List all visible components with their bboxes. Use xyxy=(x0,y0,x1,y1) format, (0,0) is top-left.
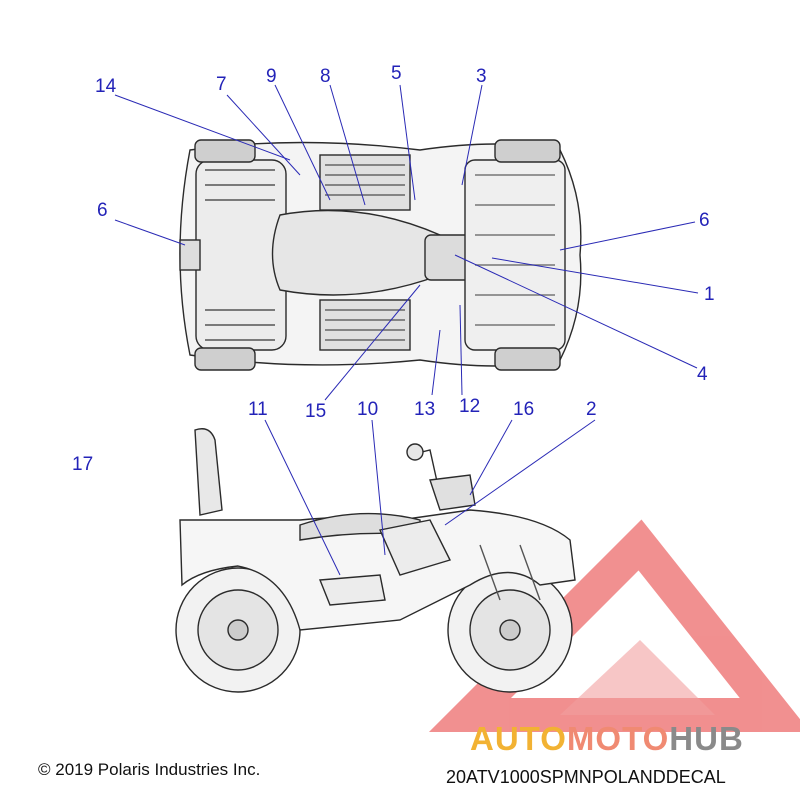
callout-10: 10 xyxy=(357,399,379,420)
diagram-code: 20ATV1000SPMNPOLANDDECAL xyxy=(446,767,726,787)
callout-17: 17 xyxy=(72,454,94,475)
callout-2: 2 xyxy=(586,399,597,420)
callout-16: 16 xyxy=(513,399,535,420)
callout-6-left: 6 xyxy=(97,200,108,221)
callout-6-right: 6 xyxy=(699,210,710,231)
copyright-text: © 2019 Polaris Industries Inc. xyxy=(38,760,261,779)
callout-12: 12 xyxy=(459,396,481,417)
atv-side-view xyxy=(175,428,576,693)
callout-14: 14 xyxy=(95,76,117,97)
watermark-hub: HUB xyxy=(669,720,744,757)
callout-5: 5 xyxy=(391,63,402,84)
watermark-moto: MOTO xyxy=(566,720,670,757)
callout-7: 7 xyxy=(216,74,227,95)
callout-13: 13 xyxy=(414,399,436,420)
callout-4: 4 xyxy=(697,364,708,385)
callout-9: 9 xyxy=(266,66,277,87)
callout-3: 3 xyxy=(476,66,487,87)
watermark-auto: AUTO xyxy=(470,720,567,757)
callout-1: 1 xyxy=(704,284,715,305)
callout-15: 15 xyxy=(305,401,327,422)
callout-8: 8 xyxy=(320,66,331,87)
atv-top-view xyxy=(179,139,582,371)
leader-lines xyxy=(114,84,699,576)
watermark-brand: AUTOMOTOHUB xyxy=(470,720,744,758)
callout-11: 11 xyxy=(248,399,268,420)
